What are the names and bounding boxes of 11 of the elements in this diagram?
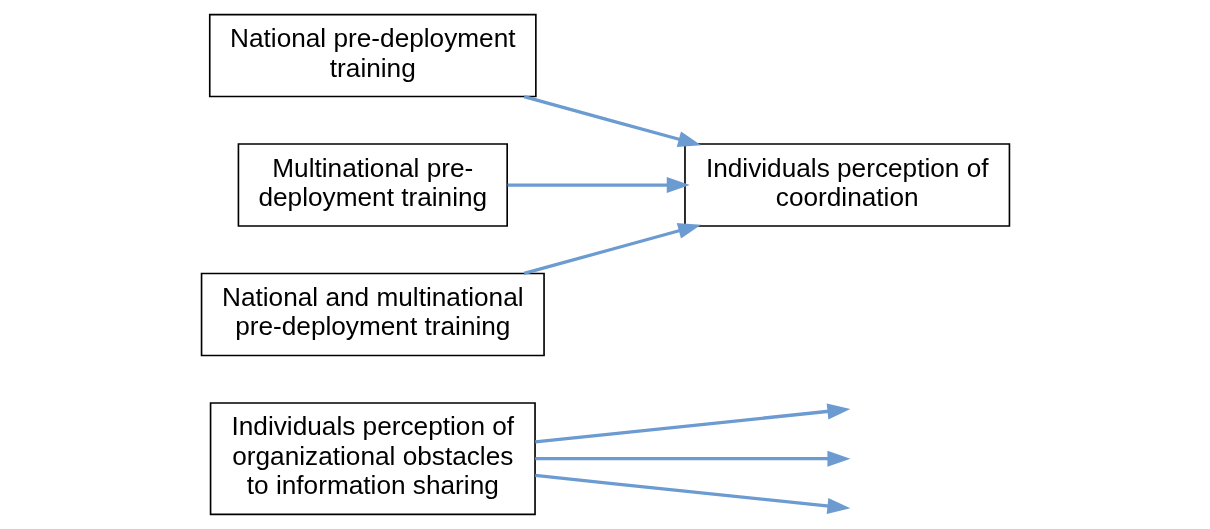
- node-box: National and multinational pre-deployment training: [200, 272, 545, 357]
- arrow: [523, 95, 701, 147]
- arrow: [534, 403, 850, 444]
- node-box: Individuals perception of coordination: [683, 143, 1010, 227]
- node-box: Individuals perception of organizational obstacles to information sharing: [209, 402, 536, 516]
- node-box: National pre-deployment training: [208, 13, 537, 98]
- arrow: [507, 176, 690, 194]
- node-box: Multinational pre-deployment training: [237, 143, 508, 227]
- arrow: [523, 223, 701, 275]
- arrow: [534, 450, 850, 467]
- arrow: [534, 473, 850, 514]
